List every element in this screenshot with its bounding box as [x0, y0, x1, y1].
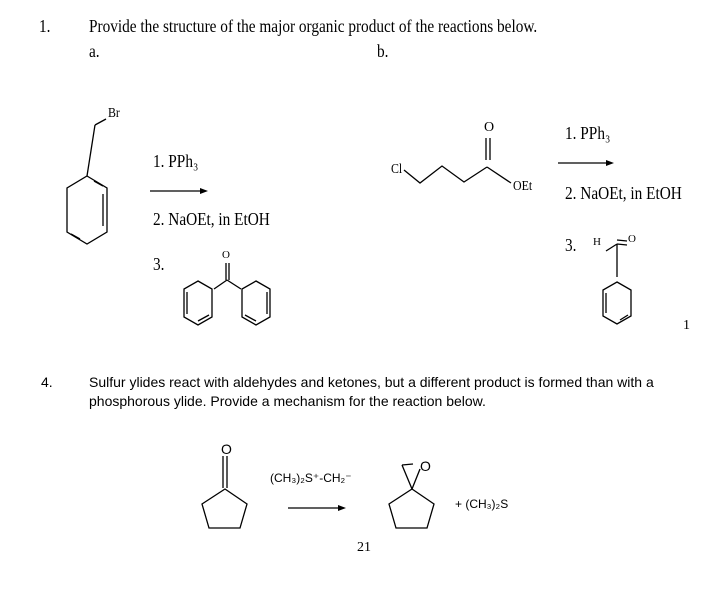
question-1-prompt: Provide the structure of the major organ…	[89, 16, 538, 36]
aldehyde-hydrogen: H	[593, 236, 601, 248]
part-a-label: a.	[89, 41, 100, 61]
chloro-ester-structure	[403, 138, 512, 184]
part-b-step-1: 1. PPh₃	[565, 123, 611, 143]
spiro-epoxide-structure	[388, 463, 435, 529]
question-4-prompt-line-2: phosphorous ylide. Provide a mechanism f…	[89, 393, 486, 409]
part-a-step-3: 3.	[153, 254, 165, 274]
part-b-label: b.	[377, 41, 389, 61]
aldehyde-oxygen: O	[628, 233, 636, 245]
question-1-number: 1.	[39, 16, 51, 36]
cyclopentanone-structure	[201, 456, 248, 529]
epoxide-oxygen: O	[420, 458, 431, 474]
page-number: 21	[357, 540, 371, 555]
dimethyl-sulfide-byproduct: + (CH₃)₂S	[455, 497, 509, 511]
benzyl-bromide-structure	[66, 118, 108, 245]
sulfur-ylide-reagent: (CH₃)₂S⁺-CH₂⁻	[270, 471, 352, 485]
question-4-prompt-line-1: Sulfur ylides react with aldehydes and k…	[89, 374, 654, 390]
page-mark: 1	[683, 318, 690, 333]
benzophenone-oxygen: O	[222, 249, 230, 261]
chlorine-label: Cl	[391, 162, 403, 177]
reaction-arrows	[150, 160, 614, 511]
part-b-step-3: 3.	[565, 235, 577, 255]
ketone-oxygen: O	[221, 441, 232, 457]
ethoxy-label: OEt	[513, 179, 533, 194]
bromine-label: Br	[108, 106, 120, 121]
benzophenone-structure	[183, 263, 271, 326]
benzaldehyde-structure	[602, 239, 632, 325]
question-4-number: 4.	[41, 374, 53, 390]
part-a-step-1: 1. PPh₃	[153, 151, 199, 171]
ester-oxygen: O	[484, 120, 495, 135]
part-b-step-2: 2. NaOEt, in EtOH	[565, 183, 682, 203]
part-a-step-2: 2. NaOEt, in EtOH	[153, 209, 270, 229]
